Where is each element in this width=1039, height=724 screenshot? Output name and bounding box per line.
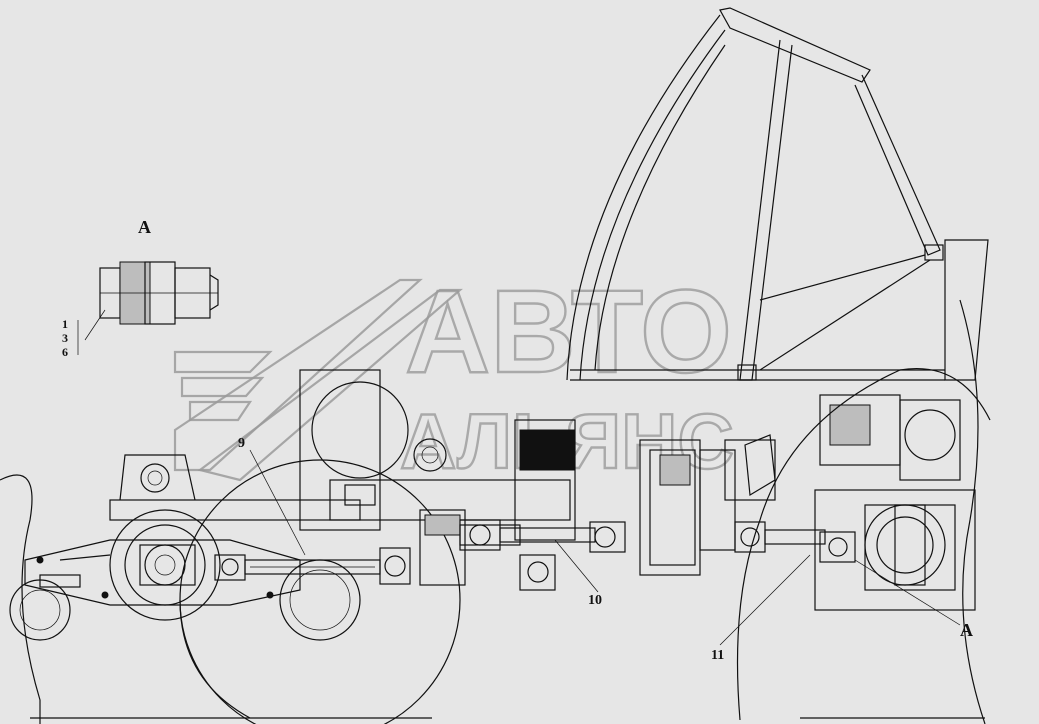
watermark-line1: АВТО [405,266,732,398]
leader-10 [554,539,599,593]
transfer-gearbox [639,434,776,576]
callout-11: 11 [711,648,724,663]
rear-axle-assembly [24,454,361,621]
view-label-a: A [138,217,151,237]
detail-a-bolt [77,261,219,355]
frame-center [299,369,576,591]
detail-number-6: 6 [62,345,68,359]
detail-number-1: 1 [62,317,68,331]
callout-10: 10 [588,593,602,608]
cardan-shaft-11 [734,521,856,563]
cardan-shaft-9 [214,547,411,585]
front-drive-assembly [736,299,991,724]
leader-a [854,559,961,626]
watermark-logo [173,278,463,482]
detail-number-3: 3 [62,331,68,345]
callout-9: 9 [238,436,245,451]
callout-a: A [960,620,973,640]
leader-9 [249,449,306,556]
leader-11 [719,554,811,646]
cardan-shaft-10 [459,519,626,553]
cab-frame [566,7,989,381]
